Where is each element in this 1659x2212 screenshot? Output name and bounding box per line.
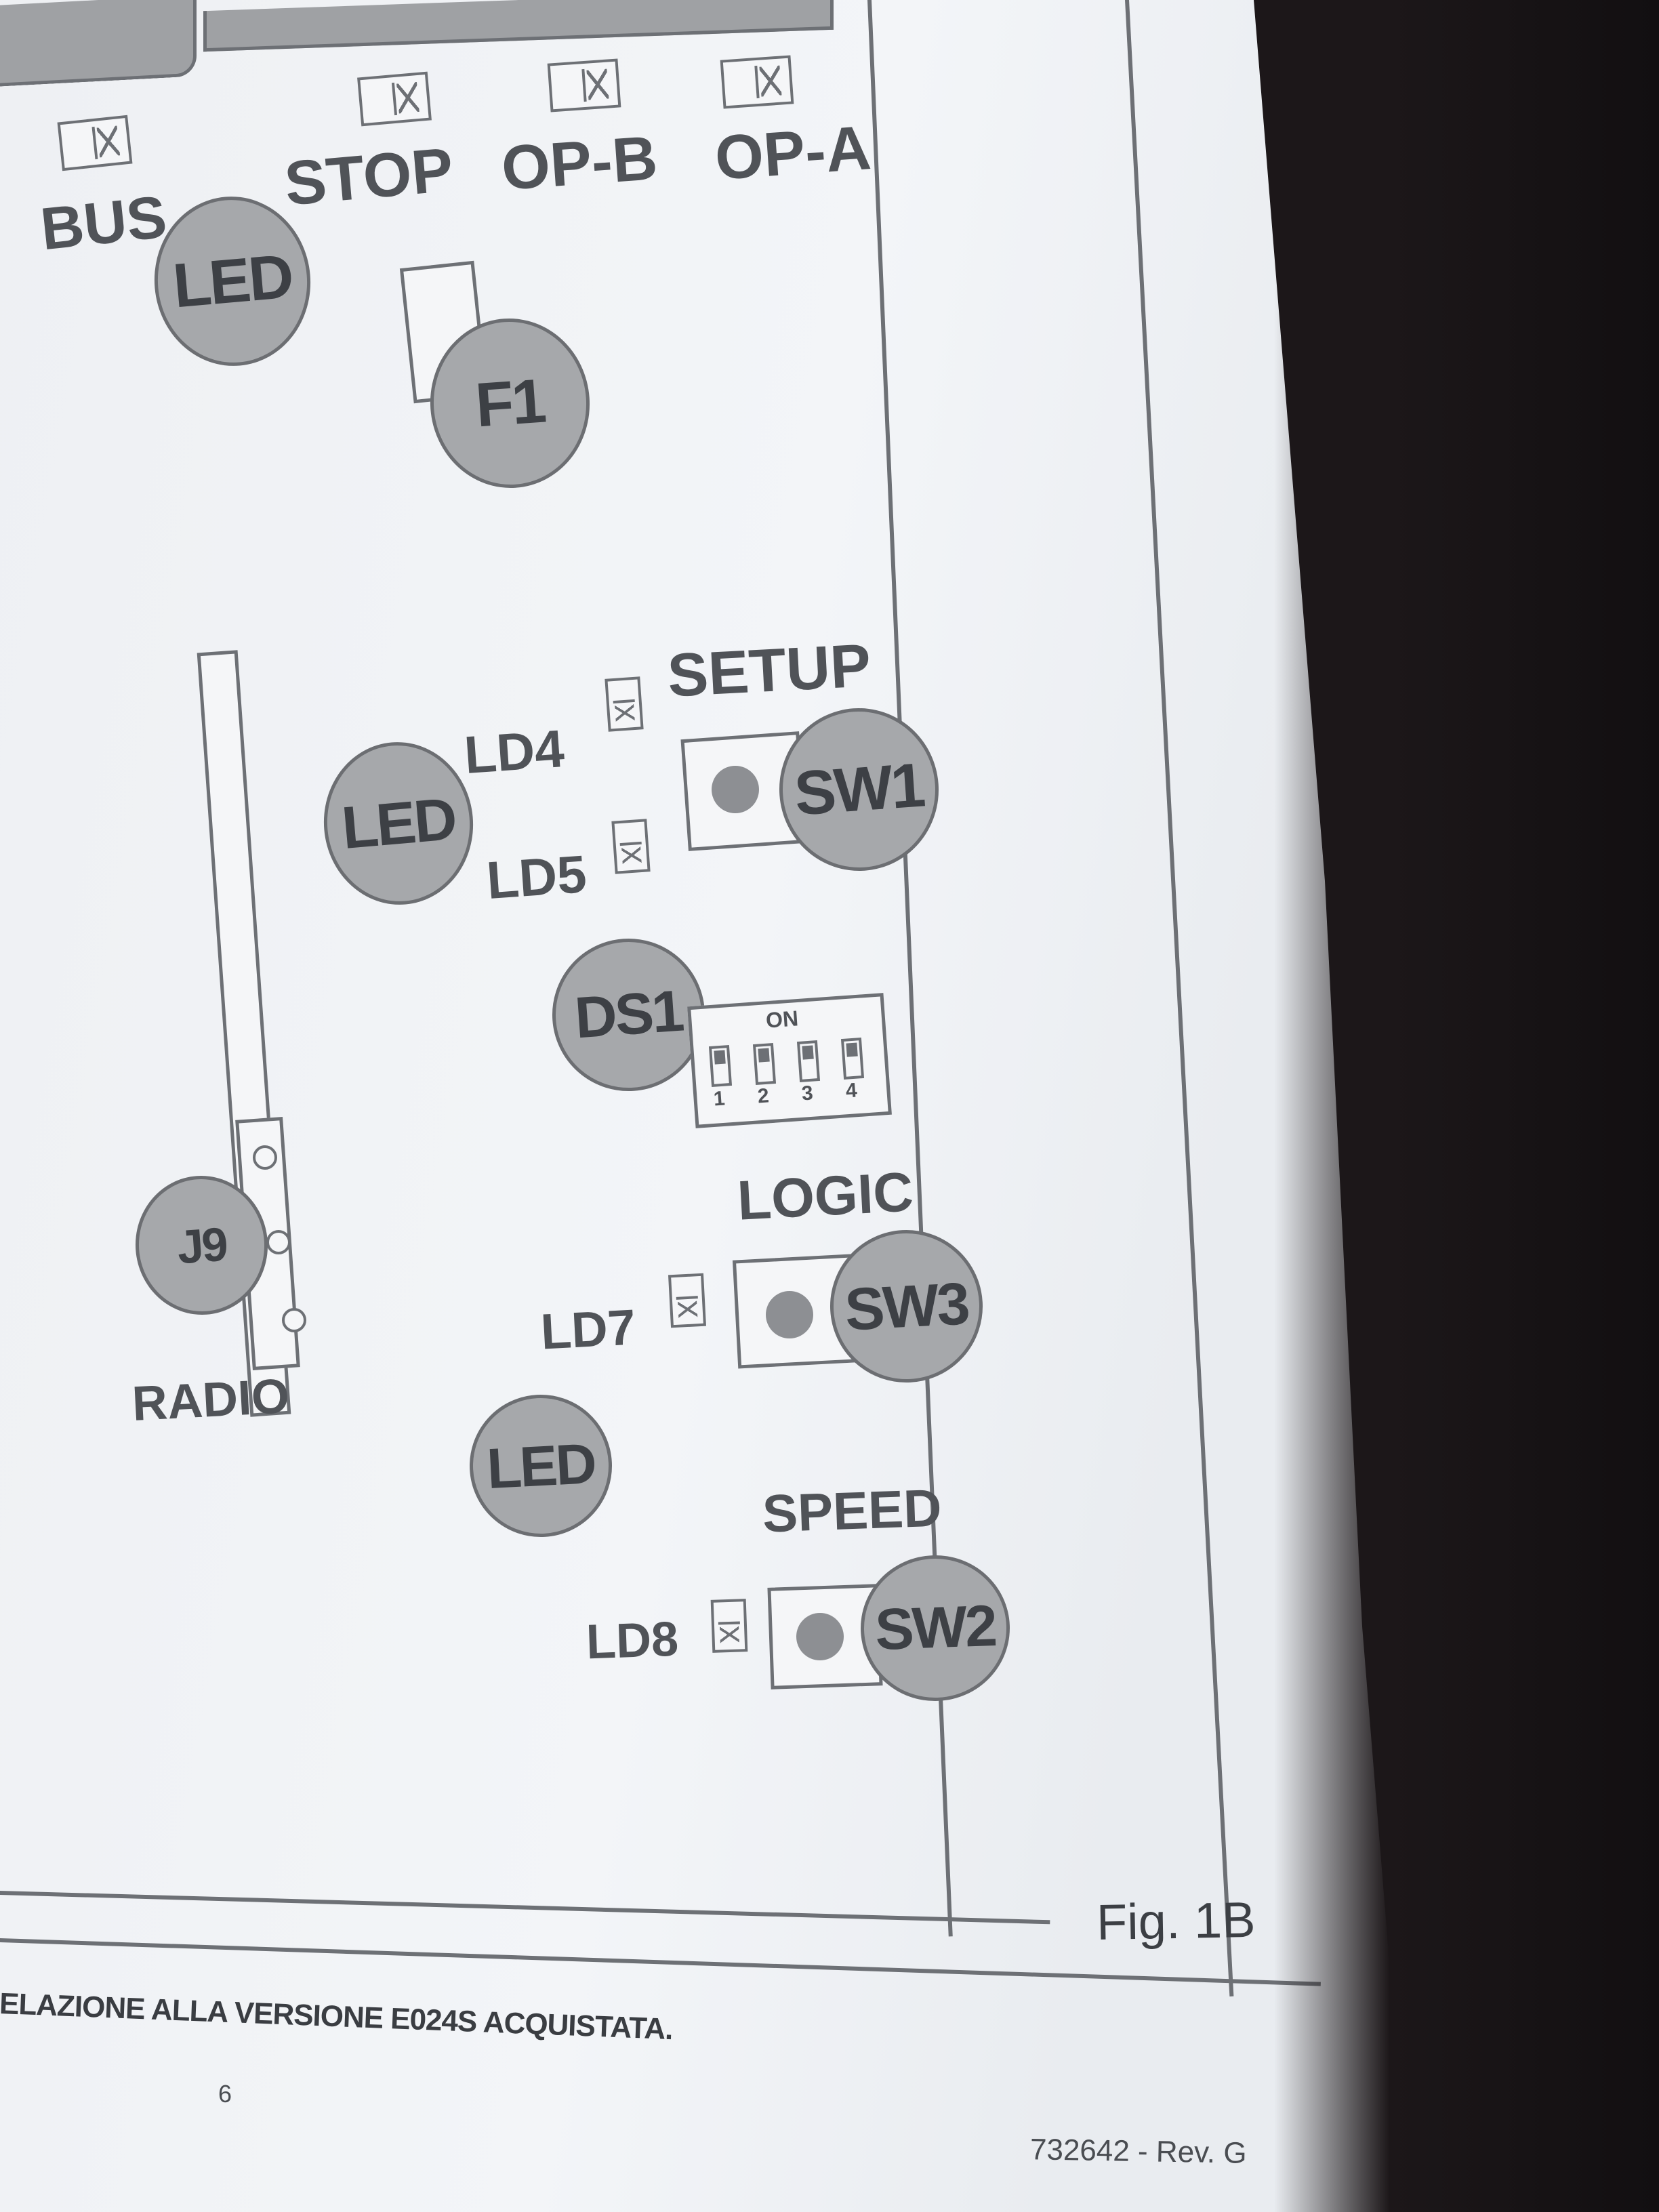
label-speed: SPEED [761,1477,943,1544]
dip-position-3: 3 [800,1082,814,1105]
dip-toggle-4[interactable] [840,1038,865,1080]
label-ld8: LD8 [585,1612,680,1670]
label-ld5: LD5 [485,843,589,911]
label-ld7: LD7 [539,1298,637,1360]
dip-position-4: 4 [844,1079,858,1103]
dip-position-2: 2 [756,1084,770,1108]
terminal-block-right [203,0,834,52]
led-icon-stop [357,71,432,127]
dip-on-label: ON [764,1006,800,1033]
dip-position-1: 1 [712,1087,726,1111]
led-icon-op-b [547,58,621,112]
dip-toggle-3[interactable] [796,1040,821,1082]
label-logic: LOGIC [735,1161,915,1232]
callout-led-setup: LED [316,735,480,912]
dip-toggle-1[interactable] [708,1045,733,1087]
frame-edge-right [1125,0,1234,1996]
label-op-b: OP-B [499,123,660,203]
callout-led-logic: LED [466,1391,616,1541]
label-radio: RADIO [131,1368,291,1432]
radio-pin-1 [253,1145,277,1170]
radio-pin-2 [266,1230,291,1254]
radio-pin-3 [282,1308,306,1332]
logic-button-dot [766,1291,813,1338]
footer-note: ELAZIONE ALLA VERSIONE E024S ACQUISTATA. [0,1987,674,2047]
label-op-a: OP-A [712,113,874,193]
led-icon-op-a [720,55,794,109]
speed-button-dot [796,1613,844,1660]
doc-code: 732642 - Rev. G [1029,2133,1248,2170]
label-bus: BUS [37,182,170,263]
label-ld4: LD4 [462,718,567,785]
board-edge-bottom [0,1891,1050,1925]
led-icon-ld8 [710,1599,748,1653]
figure-label: Fig. 1B [1096,1891,1256,1951]
label-stop: STOP [282,135,456,219]
background-shadow [1274,0,1659,2212]
terminal-block-left [0,0,197,87]
callout-sw1: SW1 [773,703,945,876]
led-icon-ld4 [605,676,644,732]
callout-ds1: DS1 [547,933,710,1097]
led-icon-bus [57,115,133,171]
page-number: 6 [218,2080,232,2108]
dip-toggle-2[interactable] [752,1043,777,1085]
led-icon-ld5 [611,819,651,874]
setup-button-dot [712,766,759,813]
label-setup: SETUP [665,632,873,710]
led-icon-ld7 [668,1273,707,1328]
